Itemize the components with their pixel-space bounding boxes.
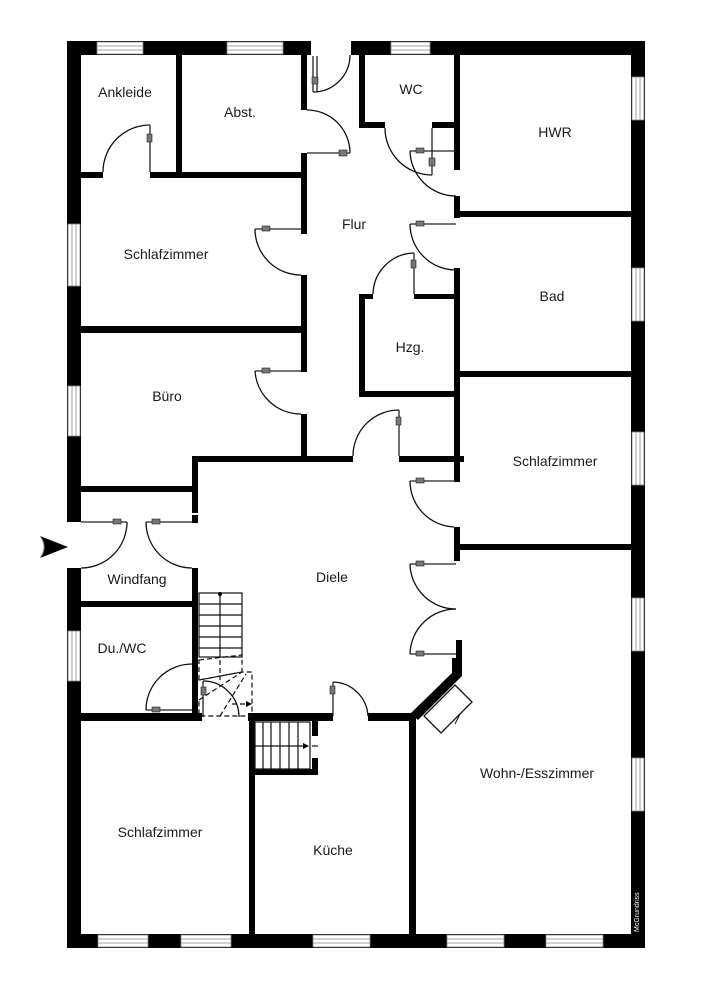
room-label-wc: WC [399, 81, 423, 97]
room-label-buero: Büro [152, 388, 182, 404]
doors [80, 54, 457, 718]
room-label-schlafzimmer-2: Schlafzimmer [512, 453, 598, 469]
room-label-hzg: Hzg. [395, 339, 425, 355]
room-label-bad: Bad [539, 288, 565, 304]
room-label-hwr: HWR [538, 124, 572, 140]
staircase-kitchen [254, 721, 318, 770]
windows [67, 41, 645, 948]
room-label-wohn-esszimmer: Wohn-/Esszimmer [479, 765, 595, 781]
staircase-main [198, 592, 253, 717]
room-label-flur: Flur [341, 216, 367, 232]
room-label-windfang: Windfang [107, 571, 167, 587]
room-label-diele: Diele [316, 569, 348, 585]
room-label-du-wc: Du./WC [97, 640, 147, 656]
entrance-arrow-icon [39, 535, 68, 559]
room-label-schlafzimmer-1: Schlafzimmer [123, 246, 209, 262]
room-label-schlafzimmer-3: Schlafzimmer [117, 824, 203, 840]
interior-walls [81, 55, 631, 934]
watermark-text: McGrundriss [634, 892, 641, 932]
room-label-ankleide: Ankleide [98, 84, 152, 100]
room-label-kueche: Küche [313, 842, 353, 858]
room-label-abst: Abst. [224, 104, 256, 120]
fireplace [423, 684, 473, 734]
